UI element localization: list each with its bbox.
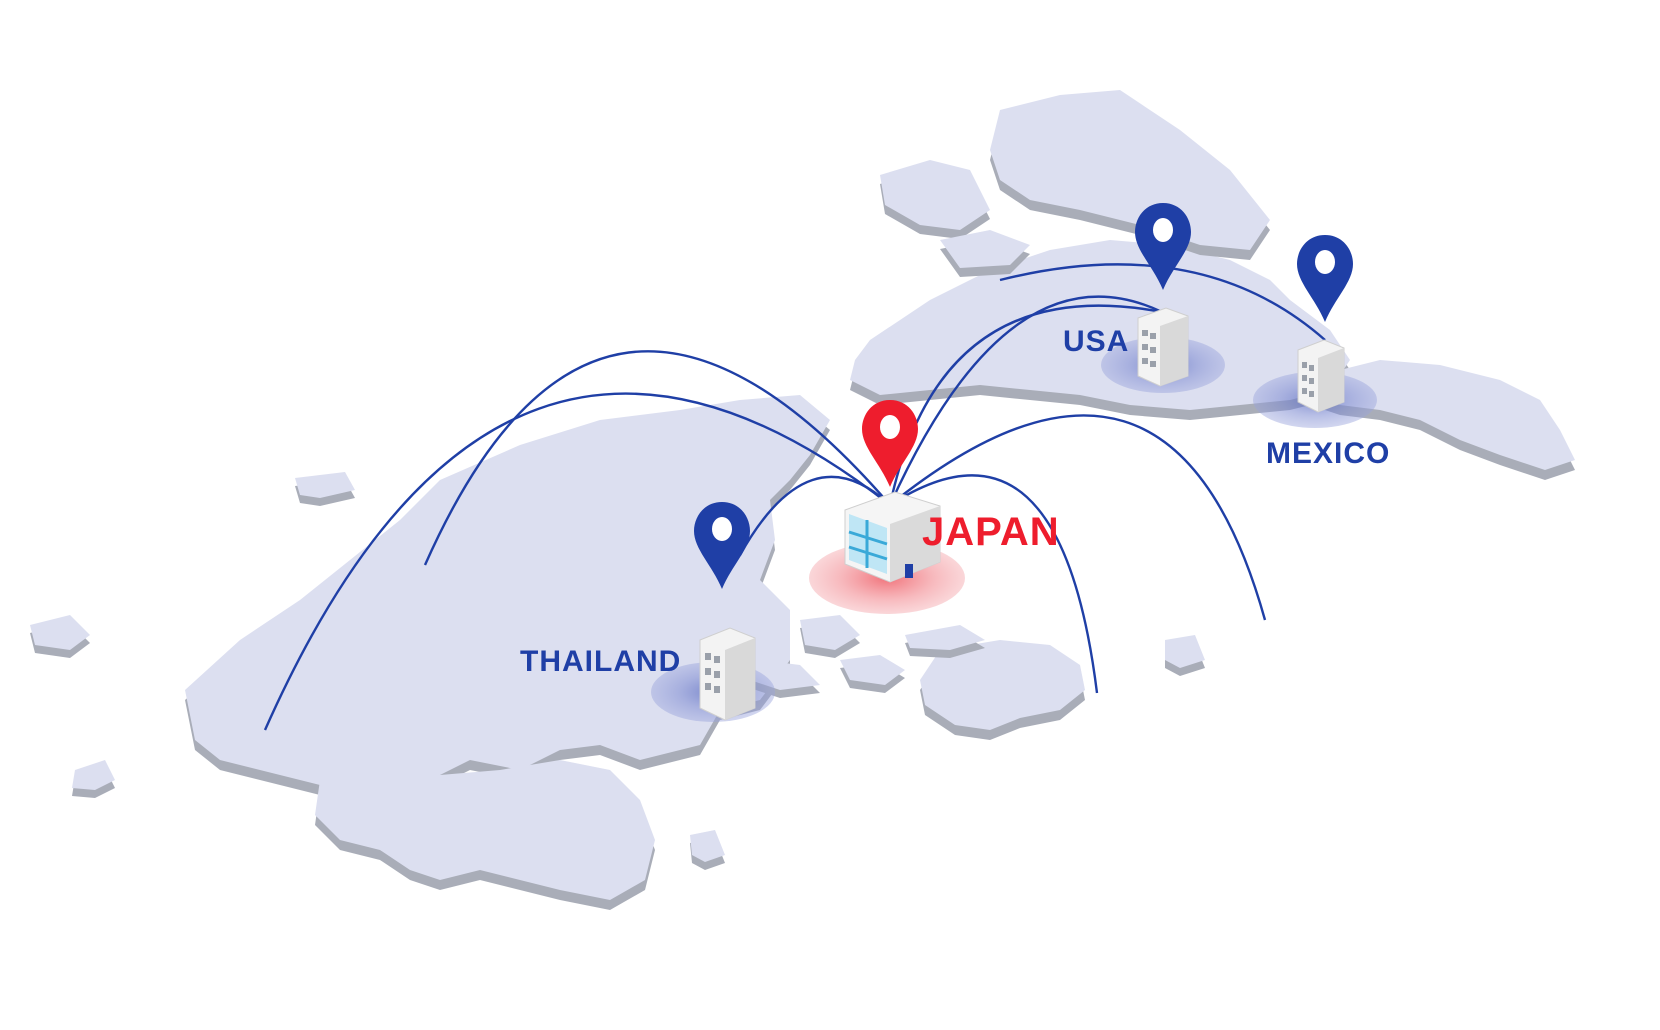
landmass-arctic-islands	[880, 160, 1030, 277]
usa-building	[1137, 307, 1189, 387]
thailand-pin-icon	[694, 502, 750, 589]
landmass-africa	[315, 760, 655, 910]
landmass-sea-islands	[750, 615, 985, 698]
route-arc-australia	[889, 474, 1099, 694]
mexico-label: MEXICO	[1266, 437, 1391, 470]
japan-pin-icon	[862, 400, 918, 487]
japan-label: JAPAN	[922, 510, 1060, 554]
mexico-pin-icon	[1297, 235, 1353, 322]
usa-pin-icon	[1135, 203, 1191, 290]
route-arc-usa	[888, 295, 1163, 506]
thailand-building	[699, 627, 756, 721]
route-arc-central-asia	[423, 350, 891, 566]
landmass-western-islands	[30, 472, 1205, 870]
landmass-group	[30, 90, 1575, 910]
route-arc-mexico	[999, 263, 1326, 341]
usa-label: USA	[1063, 325, 1130, 358]
thailand-label: THAILAND	[520, 645, 682, 678]
route-arc-pacific	[889, 414, 1267, 621]
landmass-greenland	[990, 90, 1270, 260]
route-arc-thailand	[738, 475, 891, 556]
japan-headquarters-building	[844, 491, 941, 583]
route-arc-europe	[263, 392, 891, 731]
landmass-australia	[920, 640, 1085, 740]
mexico-building	[1297, 339, 1345, 413]
route-arcs	[263, 263, 1326, 731]
landmass-eurasia	[185, 395, 830, 800]
